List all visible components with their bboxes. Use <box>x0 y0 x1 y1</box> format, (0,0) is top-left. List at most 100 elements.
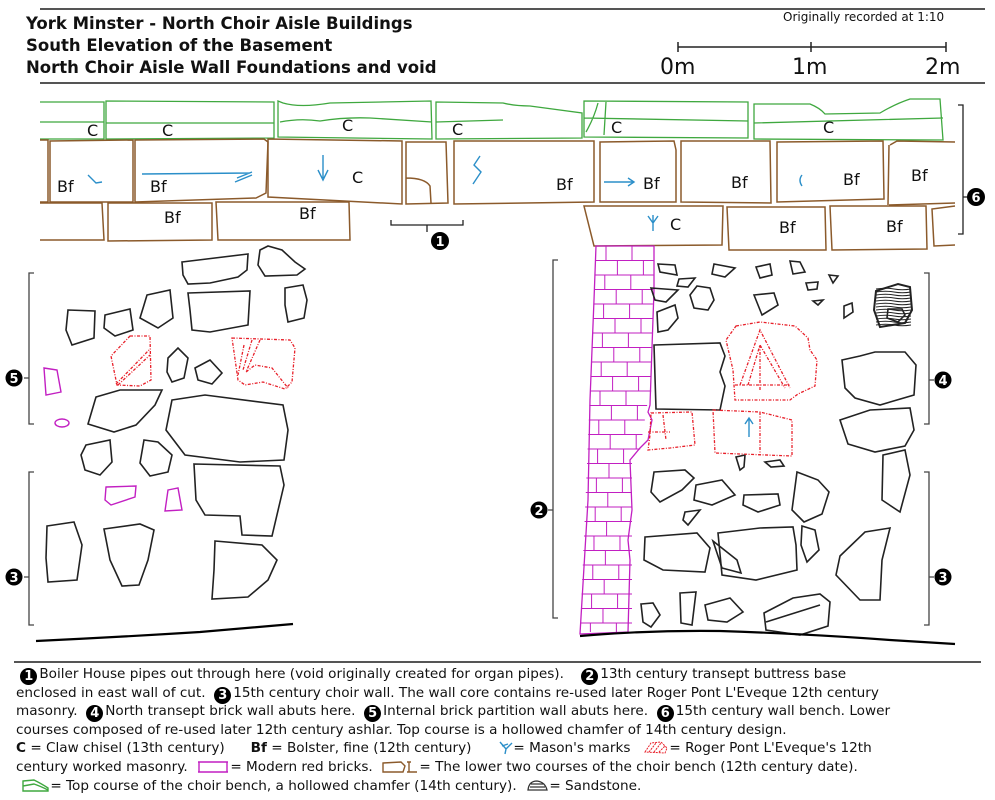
sandstone-hatch <box>875 302 912 306</box>
sandstone-hatch <box>875 296 912 300</box>
masons-mark-icon <box>87 174 103 184</box>
stone <box>689 285 715 311</box>
stone <box>886 308 906 323</box>
masons-mark-icon <box>799 174 803 187</box>
key-chamfer-desc: = Top course of the choir bench, a hollo… <box>50 777 517 794</box>
stone-label: Bf <box>731 173 748 192</box>
marker-label: 3 <box>938 571 947 586</box>
note-3-text-a: 15th century choir wall. The wall core c… <box>233 684 879 701</box>
roger-masonry-icon <box>644 741 668 754</box>
note-5-text: Internal brick partition wall abuts here… <box>383 703 649 720</box>
stone <box>838 407 915 453</box>
bench-block <box>829 205 928 251</box>
stone <box>835 527 892 601</box>
note-3-text-b: masonry. <box>16 703 78 720</box>
stone <box>682 508 702 527</box>
masons-mark-icon <box>141 171 253 183</box>
bench-middle-labels: Bf Bf C Bf Bf Bf Bf Bf <box>57 166 928 196</box>
bench-block <box>405 141 449 205</box>
key-sandstone-desc: = Sandstone. <box>549 777 642 794</box>
stone <box>804 281 819 291</box>
marker-3-left: 3 <box>5 471 34 626</box>
stone-label: C <box>352 168 363 187</box>
stone <box>194 359 224 385</box>
stone <box>788 260 807 275</box>
title-line-3: North Choir Aisle Wall Foundations and v… <box>26 58 437 77</box>
title-line-1: York Minster - North Choir Aisle Buildin… <box>26 14 413 33</box>
key-bf-abbr: Bf <box>250 740 267 757</box>
stone <box>656 303 679 333</box>
masons-mark-icon <box>317 155 329 182</box>
legend-line-6: century worked masonry. = Modern red bri… <box>16 758 986 777</box>
sandstone-hatch <box>875 323 912 327</box>
stone-label: Bf <box>779 218 796 237</box>
stone <box>45 521 83 583</box>
title-line-2: South Elevation of the Basement <box>26 36 333 55</box>
stone-label: Bf <box>911 166 928 185</box>
stone <box>643 532 711 573</box>
marker-3-right: 3 <box>924 471 952 626</box>
sandstone-hatch <box>875 293 912 297</box>
stone-label: C <box>87 121 98 140</box>
masons-mark-icon <box>499 741 513 755</box>
elevation-drawing: C C C C C C Bf Bf C Bf Bf Bf Bf Bf <box>5 42 985 646</box>
stone-label: C <box>823 118 834 137</box>
stone <box>181 253 249 285</box>
bench-block <box>583 205 724 247</box>
legend-line-4: courses composed of re-used later 12th c… <box>16 721 986 740</box>
header-rule-bottom <box>40 82 985 84</box>
left-stone-field <box>45 245 308 600</box>
masons-marks <box>87 155 803 437</box>
legend-line-5: C = Claw chisel (13th century) Bf = Bols… <box>16 739 986 758</box>
marker-2: 2 <box>530 259 558 619</box>
stone <box>653 342 726 411</box>
stone-label: C <box>342 116 353 135</box>
brick-fragment <box>164 487 183 512</box>
stone <box>166 346 189 383</box>
chamfer-labels: C C C C C C <box>87 116 834 140</box>
key-c-abbr: C <box>16 740 26 757</box>
right-stone-field <box>640 260 917 636</box>
marker-label: 2 <box>534 504 543 519</box>
stone <box>675 277 697 288</box>
chamfer-block <box>277 100 433 140</box>
stone <box>841 351 917 406</box>
sandstone-hatch <box>875 299 912 303</box>
scale-label-2: 2m <box>925 55 961 80</box>
note-4-text: North transept brick wall abuts here. <box>105 703 356 720</box>
left-roger-masonry <box>110 335 296 390</box>
stone <box>650 469 696 504</box>
sandstone-hatch <box>875 305 912 309</box>
bench-block <box>726 206 827 251</box>
roger-stone <box>712 409 793 457</box>
note-6-text-b: courses composed of re-used later 12th c… <box>16 721 787 738</box>
stone <box>649 287 680 303</box>
stone-label: Bf <box>299 204 316 223</box>
stone-label: C <box>162 121 173 140</box>
key-mason-desc: = Mason's marks <box>513 740 631 757</box>
sandstone-hatch <box>875 287 912 291</box>
legend-rule <box>14 661 981 663</box>
masons-mark-icon <box>472 155 482 185</box>
stone <box>87 389 164 433</box>
marker-label: 4 <box>938 374 947 389</box>
bench-block <box>680 140 772 204</box>
roger-stone <box>725 321 818 401</box>
chamfer-icon <box>22 778 50 792</box>
marker-5: 5 <box>5 272 34 425</box>
stone <box>139 289 174 329</box>
note-marker-2: 2 <box>581 668 599 685</box>
bench-block <box>49 139 134 203</box>
bench-block <box>599 140 677 203</box>
bench-block-icon <box>382 761 418 773</box>
sandstone-hatch <box>875 317 912 321</box>
bench-block <box>107 202 213 242</box>
scale-label-1: 1m <box>792 55 828 80</box>
brick-icon <box>198 761 229 773</box>
stone <box>763 459 786 468</box>
brick-fragment <box>54 418 70 428</box>
ground-line <box>579 629 956 646</box>
stone <box>165 394 289 463</box>
stone <box>711 263 737 278</box>
